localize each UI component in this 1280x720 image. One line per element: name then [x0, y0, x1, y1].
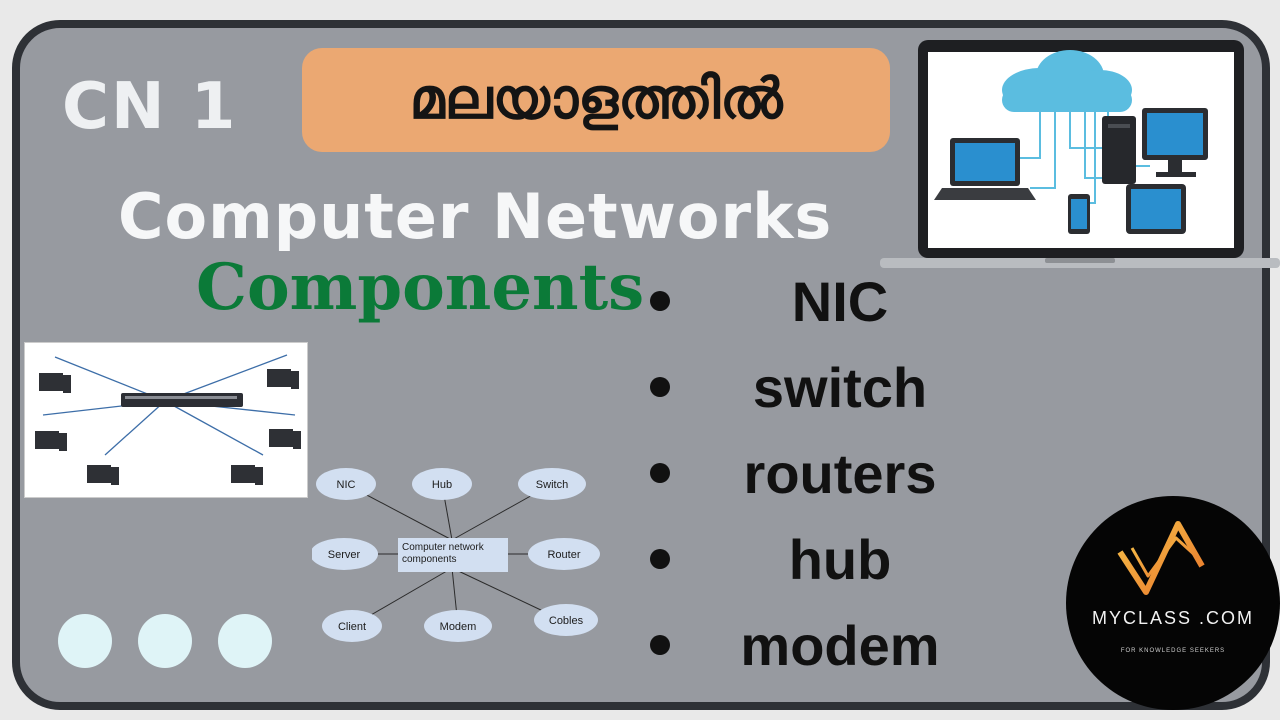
list-item: modem: [650, 602, 1010, 688]
bullet-dot-icon: [650, 291, 670, 311]
diagram-node: [312, 538, 378, 570]
language-banner: മലയാളത്തിൽ: [302, 48, 890, 152]
language-label: മലയാളത്തിൽ: [409, 67, 783, 132]
diagram-node: [424, 610, 492, 642]
node-label-switch: Switch: [536, 479, 568, 491]
node-label-modem: Modem: [440, 621, 477, 633]
bullet-dot-icon: [650, 377, 670, 397]
diagram-node: [412, 468, 472, 500]
diagram-center-box: [398, 538, 508, 572]
node-label-router: Router: [547, 549, 580, 561]
laptop-network-illustration: [880, 40, 1280, 268]
node-label-server: Server: [328, 549, 361, 561]
components-diagram: NIC Hub Switch Server Router Client Mode…: [312, 468, 600, 642]
diagram-node: [518, 468, 586, 500]
diagram-node: [322, 610, 382, 642]
node-label-hub: Hub: [432, 479, 452, 491]
list-item: routers: [650, 430, 1010, 516]
logo-name: MYCLASS .COM: [1091, 608, 1255, 628]
component-list: NIC switch routers hub modem: [650, 258, 1010, 688]
bullet-dot-icon: [650, 635, 670, 655]
diagram-node: [316, 468, 376, 500]
list-item-label: NIC: [791, 269, 889, 333]
diagram-node: [534, 604, 598, 636]
decorative-dot: [218, 614, 272, 668]
list-item: hub: [650, 516, 1010, 602]
list-item-label: hub: [788, 527, 892, 591]
list-item-label: modem: [740, 613, 940, 677]
diagram-center-label: Computer network components: [402, 542, 484, 565]
node-label-cables: Cobles: [549, 615, 584, 627]
list-item: switch: [650, 344, 1010, 430]
node-label-nic: NIC: [337, 479, 356, 491]
decorative-dot: [58, 614, 112, 668]
list-item: NIC: [650, 258, 1010, 344]
decorative-dot: [138, 614, 192, 668]
myclass-logo: MYCLASS .COM FOR KNOWLEDGE SEEKERS: [1066, 496, 1280, 710]
bullet-dot-icon: [650, 463, 670, 483]
logo-mark-icon: [1117, 521, 1205, 595]
logo-tagline: FOR KNOWLEDGE SEEKERS: [1120, 648, 1226, 654]
diagram-node: [528, 538, 600, 570]
bullet-dot-icon: [650, 549, 670, 569]
list-item-label: switch: [752, 355, 928, 419]
page-subtitle: Components: [196, 250, 645, 325]
lesson-badge: CN 1: [62, 70, 238, 144]
list-item-label: routers: [743, 441, 937, 505]
node-label-client: Client: [338, 621, 366, 633]
network-topology-image: [24, 342, 308, 498]
page-title: Computer Networks: [118, 180, 833, 253]
